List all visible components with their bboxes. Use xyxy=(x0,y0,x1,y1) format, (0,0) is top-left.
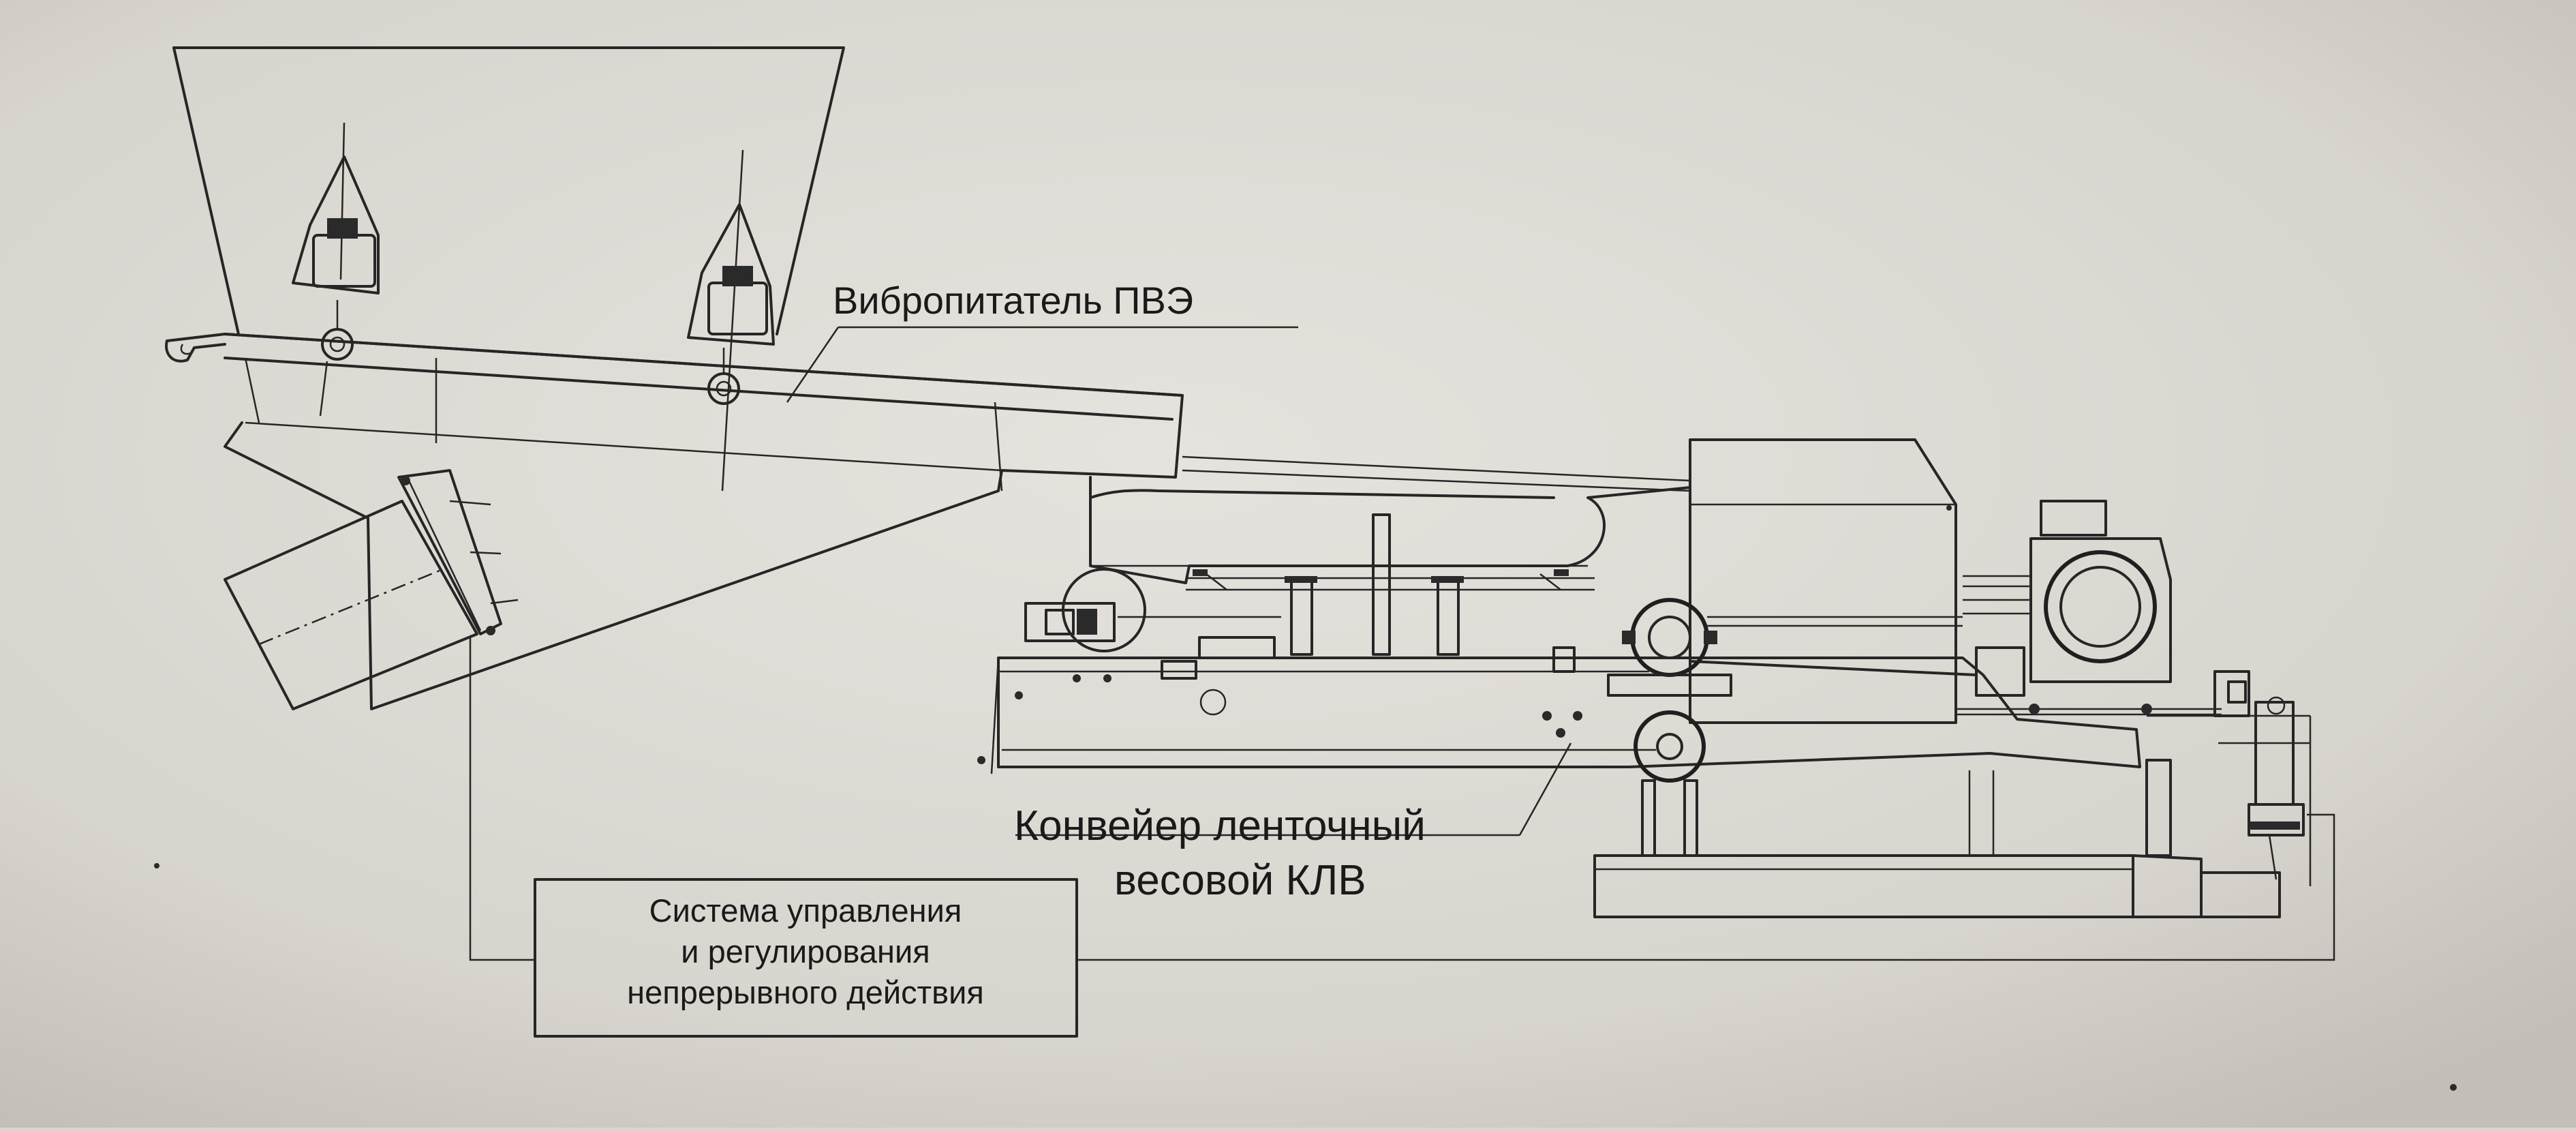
head-pulley xyxy=(1607,598,1963,697)
label-conveyor-line2: весовой КЛВ xyxy=(1114,857,1366,904)
suspension-left xyxy=(292,122,380,417)
label-control-line2: и регулирования xyxy=(681,933,930,969)
belt-conveyor: Конвейер ленточный весовой КЛВ xyxy=(977,438,2312,918)
drive-motor xyxy=(1956,500,2222,716)
label-feeder: Вибропитатель ПВЭ xyxy=(833,279,1193,322)
hopper xyxy=(172,46,845,335)
control-system-box xyxy=(534,878,1078,1038)
conveyor-hood xyxy=(1089,455,1691,663)
stray-mark xyxy=(1946,505,1952,511)
frame-fasteners xyxy=(977,646,2152,764)
control-system: Система управления и регулирования непре… xyxy=(534,878,1078,1038)
vibrating-feeder: Вибропитатель ПВЭ xyxy=(165,122,1298,710)
label-conveyor-line1: Конвейер ленточный xyxy=(1014,802,1426,849)
label-control-line3: непрерывного действия xyxy=(627,974,984,1010)
belt-idlers xyxy=(1186,513,1595,656)
stray-mark xyxy=(2450,1084,2457,1091)
load-cell-assembly xyxy=(2147,670,2312,886)
tail-pulley xyxy=(1024,568,1281,716)
signal-lines xyxy=(469,637,2335,961)
stray-mark xyxy=(154,863,159,869)
conveyor-base xyxy=(1593,759,2281,918)
label-control-line1: Система управления xyxy=(649,892,962,929)
suspension-right xyxy=(687,149,775,492)
discharge-chute xyxy=(224,469,519,710)
